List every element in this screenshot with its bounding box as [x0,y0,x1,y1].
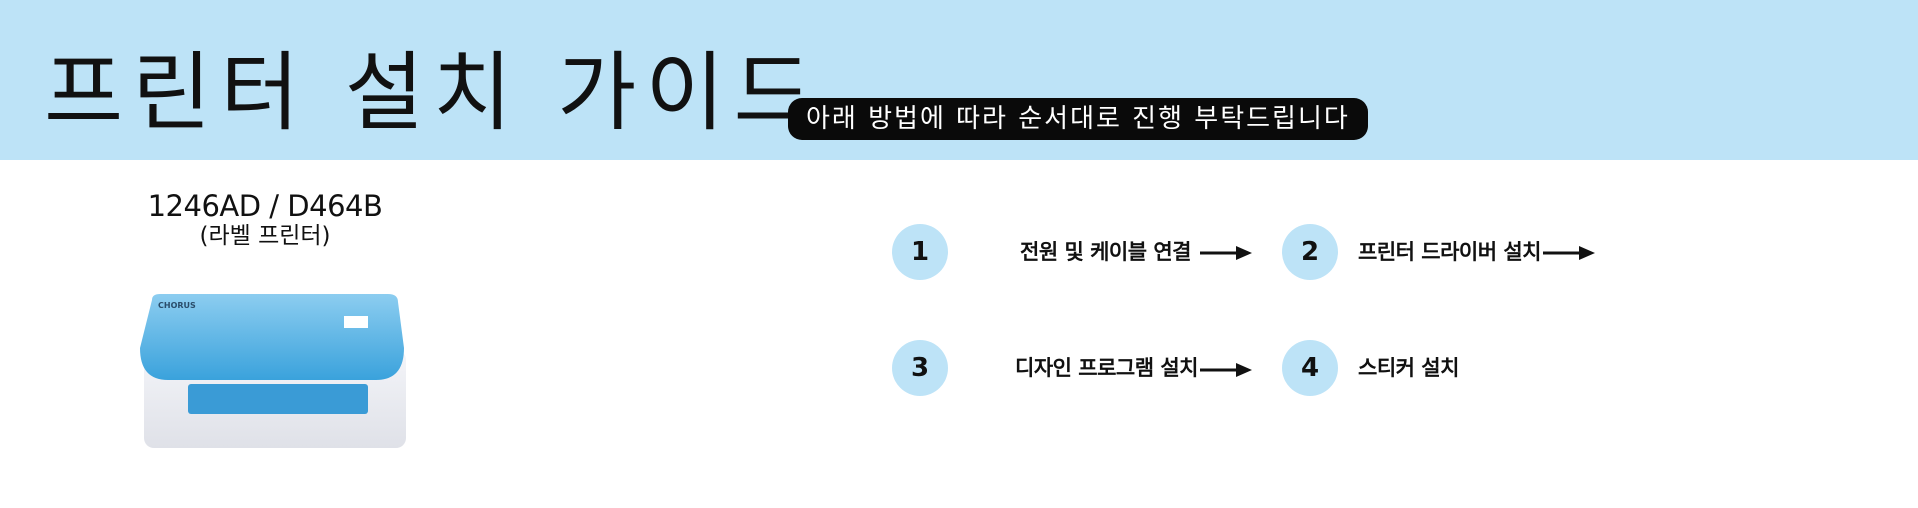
step-1-number: 1 [892,224,948,280]
step-3-number: 3 [892,340,948,396]
status-light [344,316,368,328]
arrow-right-icon [1200,246,1252,260]
step-4-number: 4 [1282,340,1338,396]
instruction-pill: 아래 방법에 따라 순서대로 진행 부탁드립니다 [788,98,1368,140]
model-name: 1246AD / D464B [147,189,383,223]
step-4-label: 스티커 설치 [1358,356,1459,380]
printer-lid [140,294,404,380]
brand-logo: CHORUS [158,301,196,310]
page-title: 프린터 설치 가이드 [44,43,822,143]
product-type: (라벨 프린터) [199,223,331,250]
label-printer-image: CHORUS [140,294,406,448]
step-2-number: 2 [1282,224,1338,280]
step-3-label: 디자인 프로그램 설치 [1015,356,1199,380]
arrow-right-icon [1543,246,1595,260]
step-2-label: 프린터 드라이버 설치 [1358,240,1542,264]
paper-slot [188,384,368,414]
step-1-label: 전원 및 케이블 연결 [1020,240,1192,264]
product-info: 1246AD / D464B (라벨 프린터) [110,189,420,250]
arrow-right-icon [1200,363,1252,377]
